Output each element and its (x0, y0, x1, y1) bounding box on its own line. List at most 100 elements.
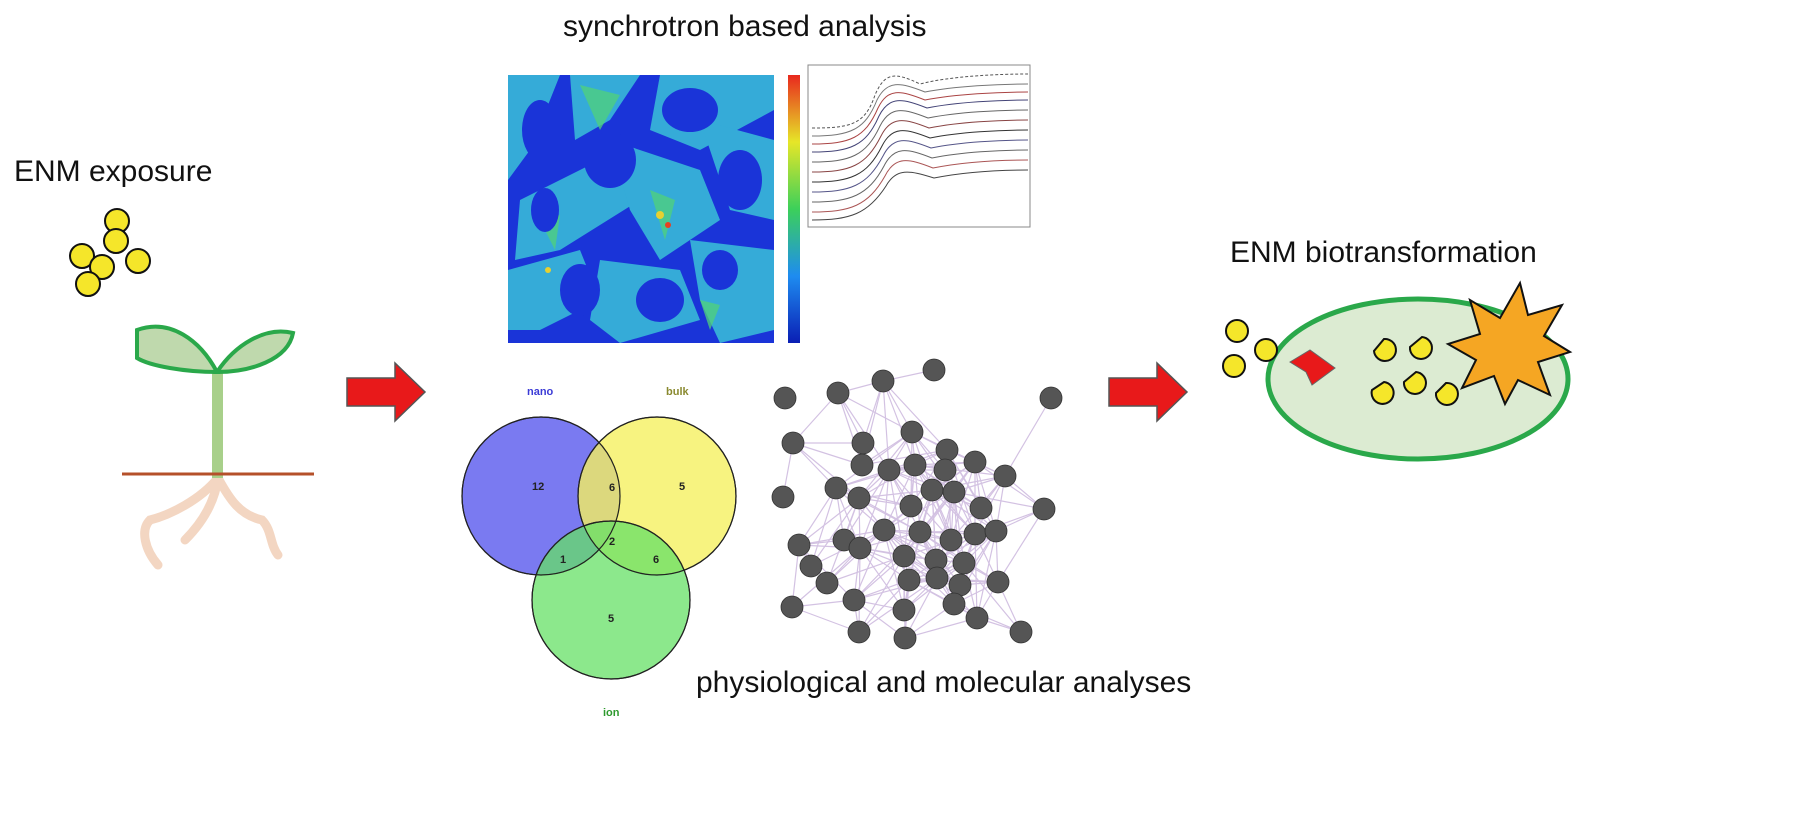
venn-set-bulk: bulk (666, 386, 689, 398)
network-edge (914, 464, 1006, 477)
network-node (942, 480, 966, 504)
network-edge (931, 489, 965, 564)
network-edge (904, 617, 978, 639)
network-edge (974, 461, 997, 532)
network-node (939, 528, 963, 552)
network-node (965, 606, 989, 630)
network-node (847, 486, 871, 510)
network-edge (858, 555, 905, 633)
network-edge (837, 392, 890, 471)
network-edge (1004, 397, 1052, 477)
network-node (920, 478, 944, 502)
network-edge (953, 491, 965, 564)
network-edge (882, 380, 948, 451)
network-edge (826, 555, 905, 584)
network-node (848, 536, 872, 560)
network-edge (835, 464, 916, 489)
network-node (850, 453, 874, 477)
network-node (952, 551, 976, 575)
network-edge (903, 533, 976, 557)
network-node (1039, 386, 1063, 410)
network-edge (858, 497, 921, 533)
physiological-label: physiological and molecular analyses (696, 666, 1192, 699)
network-node (925, 566, 949, 590)
venn-bulk-ion: 6 (653, 554, 659, 566)
network-edge (882, 380, 890, 471)
leaf-right (213, 329, 296, 375)
network-node (781, 431, 805, 455)
network-node (900, 420, 924, 444)
network-node (799, 554, 823, 578)
uptake-arrow (1289, 349, 1336, 386)
network-node (892, 598, 916, 622)
explosion-burst (1445, 280, 1573, 407)
fragmented-particles (1370, 335, 1459, 406)
network-node (935, 438, 959, 462)
particle-entering (1254, 338, 1278, 362)
network-edge (853, 577, 938, 601)
network-node (824, 476, 848, 500)
network-edge (792, 442, 860, 499)
network-node (948, 573, 972, 597)
network-node (893, 626, 917, 650)
network-edge (903, 555, 906, 639)
network-edge (997, 508, 1045, 583)
venn-bulk-only: 5 (679, 481, 685, 493)
venn-all-three: 2 (609, 536, 615, 548)
network-edge (859, 547, 905, 611)
venn-nano-ion: 1 (560, 554, 566, 566)
roots (140, 473, 283, 570)
venn-nano-only: 12 (532, 481, 544, 493)
network-node (780, 595, 804, 619)
stem (212, 370, 223, 478)
network-node (922, 358, 946, 382)
network-node (842, 588, 866, 612)
particle-outside-2 (1222, 354, 1246, 378)
network-edge (883, 529, 965, 564)
xanes-spectra-plot (807, 64, 1031, 228)
network-edge (935, 491, 955, 561)
venn-nano-bulk: 6 (609, 482, 615, 494)
synchrotron-heatmap (508, 75, 774, 343)
network-node (899, 494, 923, 518)
network-edge (931, 489, 997, 532)
network-node (826, 381, 850, 405)
network-edge (953, 491, 1045, 510)
network-edge (888, 469, 905, 557)
network-node (877, 458, 901, 482)
network-edge (835, 431, 913, 489)
network-node (892, 544, 916, 568)
arrow-to-biotransformation (1108, 361, 1189, 423)
network-edge (882, 380, 916, 466)
network-node (1009, 620, 1033, 644)
network-node (984, 519, 1008, 543)
network-node (963, 450, 987, 474)
network-node (942, 592, 966, 616)
network-node (871, 369, 895, 393)
network-edge (976, 530, 997, 619)
network-node (986, 570, 1010, 594)
biotransformation-label: ENM biotransformation (1230, 236, 1537, 269)
seedling-illustration (122, 324, 314, 570)
network-node (872, 518, 896, 542)
network-node (1032, 497, 1056, 521)
venn-set-ion: ion (603, 707, 620, 719)
network-edge (791, 606, 860, 633)
venn-set-nano: nano (527, 386, 554, 398)
network-edge (792, 442, 863, 466)
venn-diagram: nano bulk ion 12 5 5 6 1 6 2 (461, 386, 737, 719)
network-node (851, 431, 875, 455)
network-node (933, 458, 957, 482)
network-edge (963, 562, 1022, 633)
interaction-network (771, 358, 1063, 650)
synchrotron-label: synchrotron based analysis (563, 10, 927, 43)
network-node (969, 496, 993, 520)
network-node (787, 533, 811, 557)
network-node (963, 522, 987, 546)
network-edge (883, 464, 916, 531)
network-node (847, 620, 871, 644)
network-edge (810, 497, 860, 567)
network-node (771, 485, 795, 509)
cell-illustration (1222, 280, 1573, 462)
